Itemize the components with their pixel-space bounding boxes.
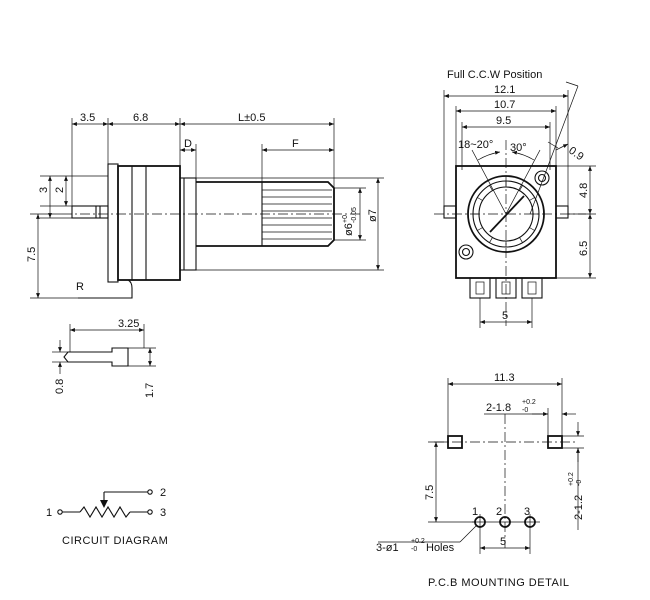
terminal-pin (71, 205, 109, 219)
right-tab (555, 205, 569, 219)
dim-5-pcb: 5 (500, 536, 506, 548)
dim-3-5: 3.5 (80, 112, 95, 124)
holes-callout: 3-ø1 (376, 542, 399, 554)
pcb-caption: P.C.B MOUNTING DETAIL (428, 577, 570, 589)
angle-18-20: 18~20° (458, 139, 493, 151)
terminal-1 (469, 277, 491, 299)
dim-shaft-dia: ø6 (343, 223, 355, 236)
mounting-tab (78, 279, 133, 299)
shaft-knurl (262, 189, 332, 240)
dim-shaft-tol-lower: -0.05 (351, 207, 358, 223)
pin-2-label: 2 (160, 487, 166, 499)
pcb-mounting-detail: 11.3 2-1.8 +0.2 -0 2-1.2 +0.2 -0 7.5 1 2… (376, 372, 585, 589)
rear-plate (107, 163, 119, 283)
dim-7-5: 7.5 (26, 247, 38, 262)
circuit-diagram: 1 3 2 CIRCUIT DIAGRAM (46, 487, 168, 547)
mount-hole-bottom (458, 244, 474, 260)
dim-4-8: 4.8 (578, 183, 590, 198)
dim-slot-w-tol-lower: -0 (522, 407, 528, 414)
left-tab (443, 205, 457, 219)
holes-tol-upper: +0.2 (411, 538, 425, 545)
hole-3-label: 3 (524, 506, 530, 518)
angle-30: 30° (510, 142, 527, 154)
hole-2-label: 2 (496, 506, 502, 518)
dim-7-5-pcb: 7.5 (424, 485, 436, 500)
pin-detail: 3.25 0.8 1.7 (52, 318, 156, 398)
dim-shaft-tol: +0 (342, 215, 349, 223)
holes-tol-lower: -0 (411, 546, 417, 553)
front-view: Full C.C.W Position (434, 69, 596, 328)
side-view: R 3.5 6.8 L±0.5 D F 3 2 7.5 (26, 112, 384, 299)
full-ccw-label: Full C.C.W Position (447, 69, 542, 81)
dim-0-9: 0.9 (566, 145, 585, 164)
dim-10-7: 10.7 (494, 99, 515, 111)
dim-slot-h: 2-1.2 (573, 495, 585, 520)
dim-f: F (292, 138, 299, 150)
pin-3-label: 3 (160, 507, 166, 519)
dim-2: 2 (54, 187, 66, 193)
dim-slot-w-tol: +0.2 (522, 399, 536, 406)
dim-r: R (76, 281, 84, 293)
dim-3: 3 (38, 187, 50, 193)
hole-1-label: 1 (472, 506, 478, 518)
dim-body-dia: ø7 (367, 209, 379, 222)
dim-0-8: 0.8 (54, 379, 66, 394)
dim-9-5: 9.5 (496, 115, 511, 127)
dim-3-25: 3.25 (118, 318, 139, 330)
mount-hole-top (534, 170, 550, 186)
dim-11-3: 11.3 (494, 372, 515, 384)
pin-profile (63, 347, 129, 367)
holes-suffix: Holes (426, 542, 455, 554)
dim-slot-h-tol: +0.2 (568, 472, 575, 486)
dim-5-front: 5 (502, 310, 508, 322)
pin-1-label: 1 (46, 507, 52, 519)
circuit-caption: CIRCUIT DIAGRAM (62, 535, 168, 547)
housing (117, 165, 181, 281)
dim-6-8: 6.8 (133, 112, 148, 124)
dim-6-5: 6.5 (578, 241, 590, 256)
dim-d: D (184, 138, 192, 150)
dim-1-7: 1.7 (144, 383, 156, 398)
dim-slot-w: 2-1.8 (486, 402, 511, 414)
dim-12-1: 12.1 (494, 84, 515, 96)
dim-slot-h-tol-lower: -0 (576, 480, 583, 486)
terminal-3 (521, 277, 543, 299)
bushing (179, 177, 197, 271)
resistor-symbol (79, 505, 131, 519)
dim-l: L±0.5 (238, 112, 265, 124)
